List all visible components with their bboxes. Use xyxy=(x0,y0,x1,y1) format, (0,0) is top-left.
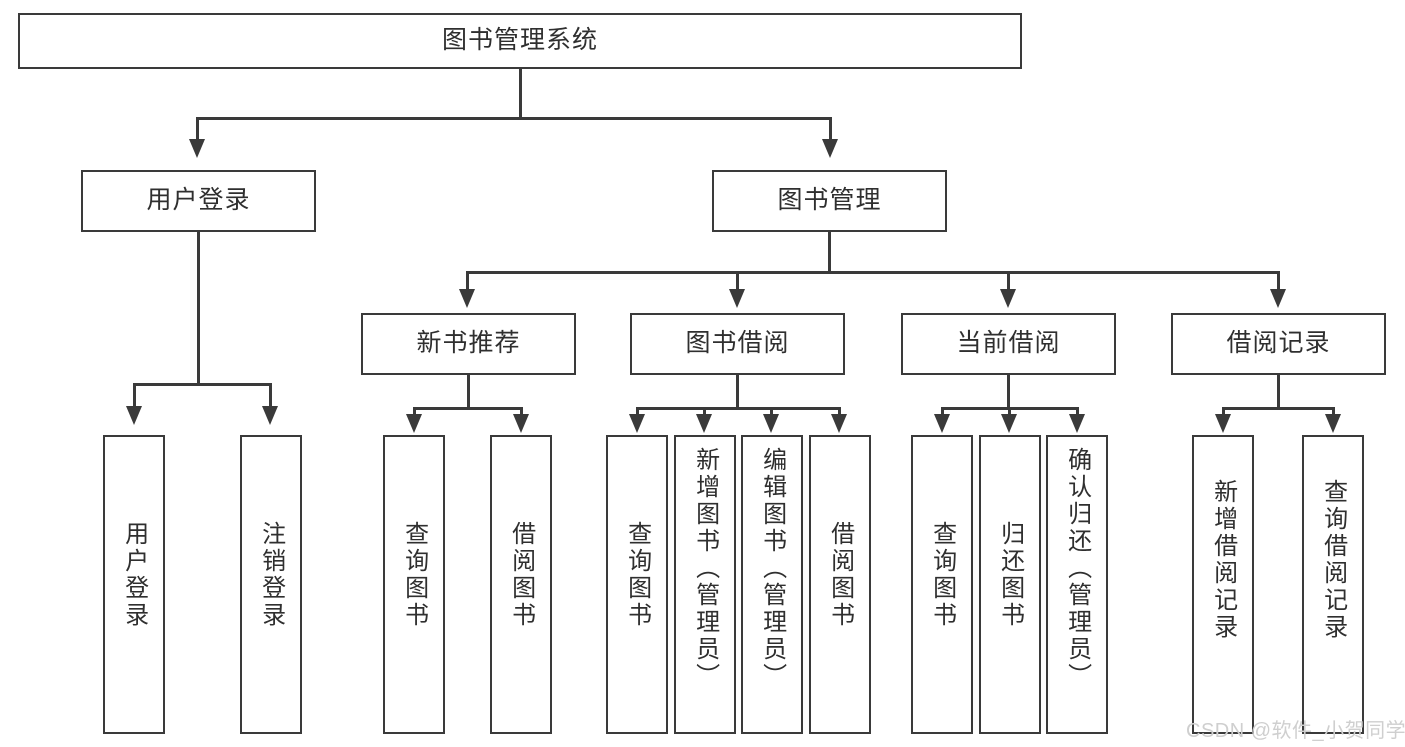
arrowhead-icon xyxy=(126,406,142,425)
connector-user-login-drop-1 xyxy=(133,383,136,408)
node-label: 注销登录 xyxy=(257,521,285,629)
node-label: 新增借阅记录 xyxy=(1209,479,1237,641)
arrowhead-icon xyxy=(1069,414,1085,433)
arrowhead-icon xyxy=(459,289,475,308)
connector-root-bus xyxy=(196,117,832,120)
connector-user-login-drop-2 xyxy=(269,383,272,408)
connector-current-stem xyxy=(1007,375,1010,409)
node-label: 图书管理 xyxy=(777,186,882,215)
connector-borrow-bus xyxy=(636,407,841,410)
node-label: 图书管理系统 xyxy=(441,26,598,55)
arrowhead-icon xyxy=(822,139,838,158)
connector-recommend-stem xyxy=(467,375,470,409)
leaf-query-book-current[interactable]: 查询图书 xyxy=(911,435,973,734)
node-label: 查询图书 xyxy=(623,521,651,629)
connector-recommend-bus xyxy=(413,407,523,410)
node-book-borrow[interactable]: 图书借阅 xyxy=(630,313,845,375)
connector-current-drop-1 xyxy=(941,407,944,417)
node-label: 当前借阅 xyxy=(956,329,1061,358)
leaf-logout[interactable]: 注销登录 xyxy=(240,435,302,734)
connector-book-mgmt-stem xyxy=(828,232,831,273)
node-label: 查询借阅记录 xyxy=(1319,479,1347,641)
arrowhead-icon xyxy=(1325,414,1341,433)
connector-borrow-drop-4 xyxy=(838,407,841,417)
node-label: 归还图书 xyxy=(996,521,1024,629)
node-label: 查询图书 xyxy=(928,521,956,629)
leaf-query-borrow-record[interactable]: 查询借阅记录 xyxy=(1302,435,1364,734)
leaf-add-book-admin[interactable]: 新增图书（管理员） xyxy=(674,435,736,734)
connector-record-drop-2 xyxy=(1332,407,1335,417)
connector-book-mgmt-bus xyxy=(466,271,1280,274)
connector-root-stem xyxy=(519,69,522,118)
connector-recommend-drop-1 xyxy=(413,407,416,417)
connector-root-drop-2 xyxy=(829,117,832,141)
leaf-confirm-return-admin[interactable]: 确认归还（管理员） xyxy=(1046,435,1108,734)
leaf-borrow-book[interactable]: 借阅图书 xyxy=(809,435,871,734)
arrowhead-icon xyxy=(1000,289,1016,308)
connector-record-drop-1 xyxy=(1222,407,1225,417)
connector-book-mgmt-drop-2 xyxy=(736,271,739,290)
node-borrow-record[interactable]: 借阅记录 xyxy=(1171,313,1386,375)
node-label: 图书借阅 xyxy=(685,329,790,358)
connector-user-login-stem xyxy=(197,232,200,384)
leaf-user-login[interactable]: 用户登录 xyxy=(103,435,165,734)
connector-borrow-drop-1 xyxy=(636,407,639,417)
leaf-borrow-book-recommend[interactable]: 借阅图书 xyxy=(490,435,552,734)
arrowhead-icon xyxy=(189,139,205,158)
node-label: 借阅记录 xyxy=(1226,329,1331,358)
connector-borrow-stem xyxy=(736,375,739,409)
arrowhead-icon xyxy=(1001,414,1017,433)
connector-current-drop-3 xyxy=(1076,407,1079,417)
leaf-query-book-recommend[interactable]: 查询图书 xyxy=(383,435,445,734)
connector-user-login-bus xyxy=(133,383,272,386)
arrowhead-icon xyxy=(696,414,712,433)
node-root-book-management-system[interactable]: 图书管理系统 xyxy=(18,13,1022,69)
leaf-edit-book-admin[interactable]: 编辑图书（管理员） xyxy=(741,435,803,734)
node-new-book-recommend[interactable]: 新书推荐 xyxy=(361,313,576,375)
node-label: 借阅图书 xyxy=(826,521,854,629)
arrowhead-icon xyxy=(763,414,779,433)
node-book-management[interactable]: 图书管理 xyxy=(712,170,947,232)
connector-borrow-drop-3 xyxy=(770,407,773,417)
arrowhead-icon xyxy=(1215,414,1231,433)
node-label: 编辑图书（管理员） xyxy=(758,447,786,690)
arrowhead-icon xyxy=(831,414,847,433)
connector-book-mgmt-drop-1 xyxy=(466,271,469,290)
arrowhead-icon xyxy=(1270,289,1286,308)
node-label: 确认归还（管理员） xyxy=(1063,447,1091,690)
node-label: 查询图书 xyxy=(400,521,428,629)
leaf-return-book[interactable]: 归还图书 xyxy=(979,435,1041,734)
node-label: 用户登录 xyxy=(146,186,251,215)
arrowhead-icon xyxy=(406,414,422,433)
node-label: 用户登录 xyxy=(120,521,148,629)
node-label: 新增图书（管理员） xyxy=(691,447,719,690)
connector-recommend-drop-2 xyxy=(520,407,523,417)
node-label: 借阅图书 xyxy=(507,521,535,629)
connector-current-drop-2 xyxy=(1008,407,1011,417)
node-current-borrow[interactable]: 当前借阅 xyxy=(901,313,1116,375)
node-label: 新书推荐 xyxy=(416,329,521,358)
node-user-login[interactable]: 用户登录 xyxy=(81,170,316,232)
connector-record-bus xyxy=(1222,407,1335,410)
arrowhead-icon xyxy=(629,414,645,433)
leaf-add-borrow-record[interactable]: 新增借阅记录 xyxy=(1192,435,1254,734)
connector-root-drop-1 xyxy=(196,117,199,141)
arrowhead-icon xyxy=(934,414,950,433)
arrowhead-icon xyxy=(513,414,529,433)
connector-book-mgmt-drop-3 xyxy=(1007,271,1010,290)
leaf-query-book-borrow[interactable]: 查询图书 xyxy=(606,435,668,734)
arrowhead-icon xyxy=(262,406,278,425)
connector-book-mgmt-drop-4 xyxy=(1277,271,1280,290)
arrowhead-icon xyxy=(729,289,745,308)
connector-record-stem xyxy=(1277,375,1280,409)
connector-borrow-drop-2 xyxy=(703,407,706,417)
